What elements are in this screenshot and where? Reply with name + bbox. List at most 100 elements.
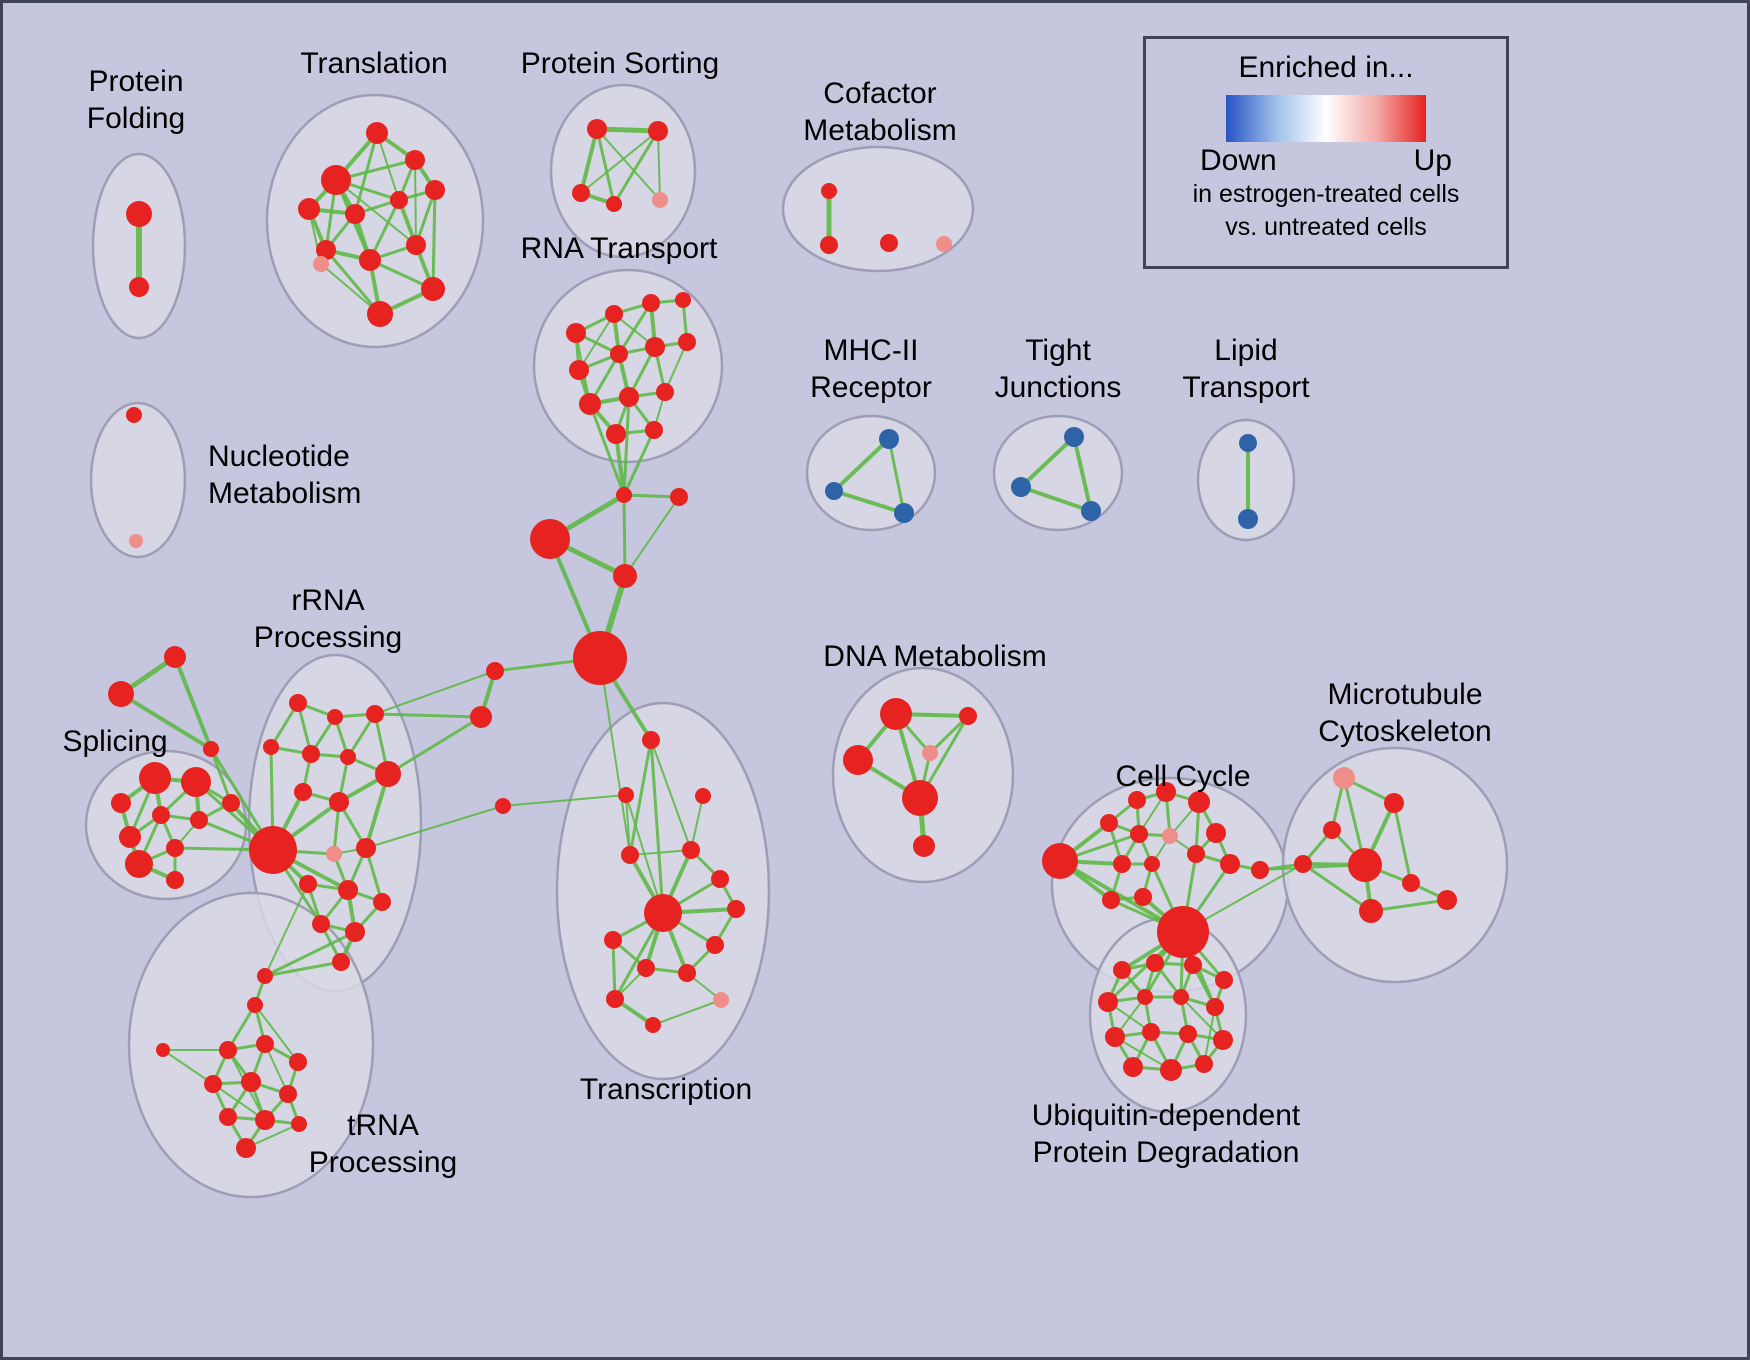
node-lf1 (486, 662, 504, 680)
edge-rn8-rn11 (664, 341, 688, 393)
node-tr10 (406, 235, 426, 255)
edge-cn2-cn4 (624, 496, 680, 577)
node-hub (573, 631, 627, 685)
node-r13 (299, 875, 317, 893)
node-tr8 (316, 240, 336, 260)
node-s10 (166, 871, 184, 889)
node-u4 (1215, 971, 1233, 989)
node-r11 (326, 846, 342, 862)
node-s1 (139, 762, 171, 794)
node-cf4 (936, 236, 952, 252)
edge-x12-x13 (611, 938, 617, 1001)
node-x13 (606, 990, 624, 1008)
node-r15 (373, 893, 391, 911)
node-u7 (1173, 989, 1189, 1005)
node-q1 (247, 997, 263, 1013)
node-m5 (1348, 848, 1382, 882)
node-tr2 (366, 122, 388, 144)
legend-box: Enriched in... Down Up in estrogen-treat… (1143, 36, 1509, 269)
node-q10 (291, 1116, 307, 1132)
node-nm1 (126, 407, 142, 423)
node-rn7 (645, 337, 665, 357)
node-ps4 (606, 196, 622, 212)
edge-m2-m6 (1392, 801, 1413, 885)
edge-lf2-r3 (373, 712, 483, 719)
edge-rn12-cn1 (614, 432, 626, 497)
node-d5 (902, 780, 938, 816)
node-q9 (255, 1110, 275, 1130)
edge-ps1-ps4 (595, 127, 616, 206)
cluster-ellipse-transcription (555, 701, 771, 1081)
node-s8 (166, 839, 184, 857)
cluster-ellipse-mhc-ii-receptor (805, 414, 937, 532)
edge-tr7-tr12 (431, 188, 437, 291)
node-m6 (1402, 874, 1420, 892)
node-s6 (119, 826, 141, 848)
edge-tr2-tr6 (376, 132, 400, 201)
node-u3 (1184, 956, 1202, 974)
cluster-label-rna-transport: RNA Transport (521, 232, 718, 265)
node-s7 (222, 794, 240, 812)
node-x7 (711, 870, 729, 888)
edge-u8-u15 (1203, 1006, 1216, 1065)
node-lc1 (495, 798, 511, 814)
node-ps1 (587, 119, 607, 139)
node-r4 (263, 739, 279, 755)
node-d2 (959, 707, 977, 725)
node-tj2 (1011, 477, 1031, 497)
node-cc10 (1113, 855, 1131, 873)
edge-u7-u12 (1180, 996, 1224, 1041)
node-x3 (695, 788, 711, 804)
node-m2 (1384, 793, 1404, 813)
edge-x1-x4 (649, 738, 665, 915)
node-pf1 (126, 201, 152, 227)
node-cn2 (670, 488, 688, 506)
node-u5 (1098, 992, 1118, 1012)
edge-qout-q5 (162, 1049, 214, 1085)
edge-b1-b2 (832, 437, 891, 493)
edge-hub-x5 (599, 657, 631, 856)
node-cc14 (1157, 906, 1209, 958)
edge-lc1-x2 (502, 794, 627, 807)
node-b2 (825, 482, 843, 500)
cluster-label-protein-sorting: Protein Sorting (521, 47, 719, 80)
node-s9 (125, 850, 153, 878)
node-tr12 (421, 277, 445, 301)
legend-subtitle-line2: vs. untreated cells (1225, 213, 1427, 241)
node-tr9 (359, 249, 381, 271)
edge-tr2-tr5 (353, 131, 379, 216)
node-q3 (256, 1035, 274, 1053)
edge-g3-s7 (209, 747, 233, 805)
node-u13 (1123, 1057, 1143, 1077)
edge-x2-x5 (625, 794, 631, 856)
legend-down-label: Down (1200, 144, 1277, 177)
edge-ps1-ps3 (579, 127, 599, 195)
node-d1 (880, 698, 912, 730)
node-x6 (682, 841, 700, 859)
cluster-ellipse-nucleotide-metabolism (89, 401, 187, 559)
node-ps3 (572, 184, 590, 202)
node-r16 (312, 915, 330, 933)
edge-ps1-ps5 (596, 128, 661, 201)
node-cc6 (1206, 823, 1226, 843)
node-cc2 (1100, 814, 1118, 832)
node-cn1 (616, 487, 632, 503)
edge-r17-q0 (263, 930, 357, 978)
node-q7 (279, 1085, 297, 1103)
cluster-ellipse-rna-transport (532, 268, 724, 464)
node-cc16 (1134, 888, 1152, 906)
node-r3 (366, 705, 384, 723)
node-m4 (1294, 855, 1312, 873)
node-x15 (645, 1017, 661, 1033)
node-q8 (219, 1108, 237, 1126)
node-m8 (1359, 899, 1383, 923)
edge-b1-b3 (887, 437, 906, 515)
node-r14 (338, 880, 358, 900)
node-rn9 (579, 393, 601, 415)
edge-cc13-m5 (1259, 864, 1366, 871)
